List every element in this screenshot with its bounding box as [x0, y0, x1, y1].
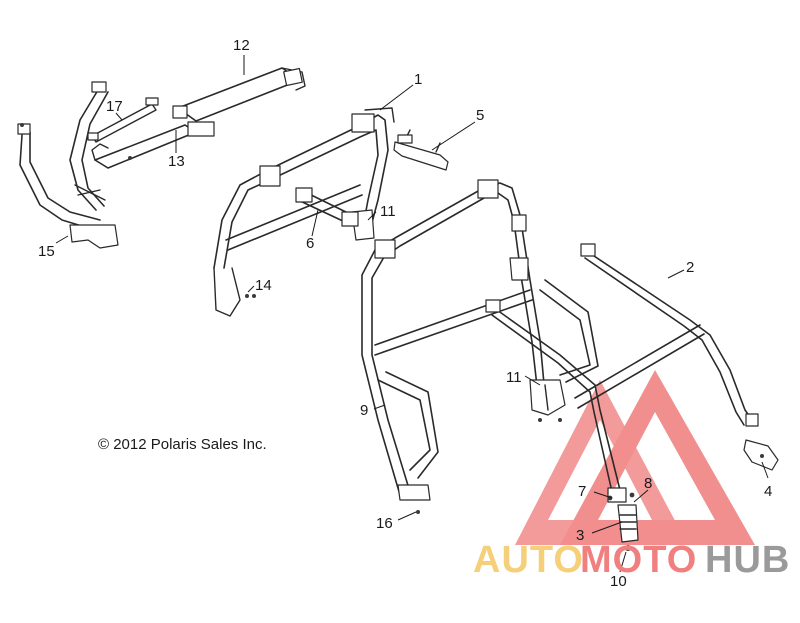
watermark-word-hub: HUB	[705, 539, 790, 581]
callout-16: 16	[376, 515, 393, 532]
fastener-dots	[20, 123, 635, 514]
part-2-rear-frame	[485, 243, 759, 493]
part-11-lower-mount	[529, 379, 566, 416]
callout-5: 5	[476, 107, 484, 124]
callout-15: 15	[38, 243, 55, 260]
callout-1: 1	[414, 71, 422, 88]
callout-numbers: 1 2 3 4 5 6 7 8 9 10 11 11 12 13 14 15 1…	[38, 37, 772, 590]
watermark-wordmark: AUTO MOTO HUB	[473, 539, 790, 581]
part-15-left-frame	[17, 81, 119, 249]
watermark-logo	[515, 370, 755, 545]
watermark-triangle-outer	[560, 370, 755, 545]
part-17-bracket	[87, 97, 159, 143]
part-4-mount	[743, 439, 779, 471]
part-1-center-hoop	[213, 107, 395, 317]
callout-9: 9	[360, 402, 368, 419]
part-9-front-cage	[361, 179, 599, 501]
part-13-crossbar	[91, 121, 215, 169]
part-5-bracket	[393, 129, 449, 171]
callout-12: 12	[233, 37, 250, 54]
watermark-triangle-inner	[515, 380, 688, 545]
callout-13: 13	[168, 153, 185, 170]
callout-2: 2	[686, 259, 694, 276]
part-12-upper-bar	[172, 67, 306, 122]
callout-6: 6	[306, 235, 314, 252]
callout-7: 7	[578, 483, 586, 500]
callout-4: 4	[764, 483, 772, 500]
part-3-lower-bracket	[607, 487, 639, 551]
watermark-word-moto: MOTO	[580, 539, 697, 581]
callout-3: 3	[576, 527, 584, 544]
callout-8: 8	[644, 475, 652, 492]
callout-11-lower: 11	[506, 369, 522, 386]
callout-10: 10	[610, 573, 627, 590]
part-6-brace	[295, 187, 359, 227]
leader-lines	[55, 55, 769, 573]
callout-17: 17	[106, 98, 123, 115]
copyright-text: © 2012 Polaris Sales Inc.	[98, 436, 267, 453]
callout-11-upper: 11	[380, 203, 396, 220]
watermark-word-auto: AUTO	[473, 539, 584, 581]
callout-14: 14	[255, 277, 272, 294]
